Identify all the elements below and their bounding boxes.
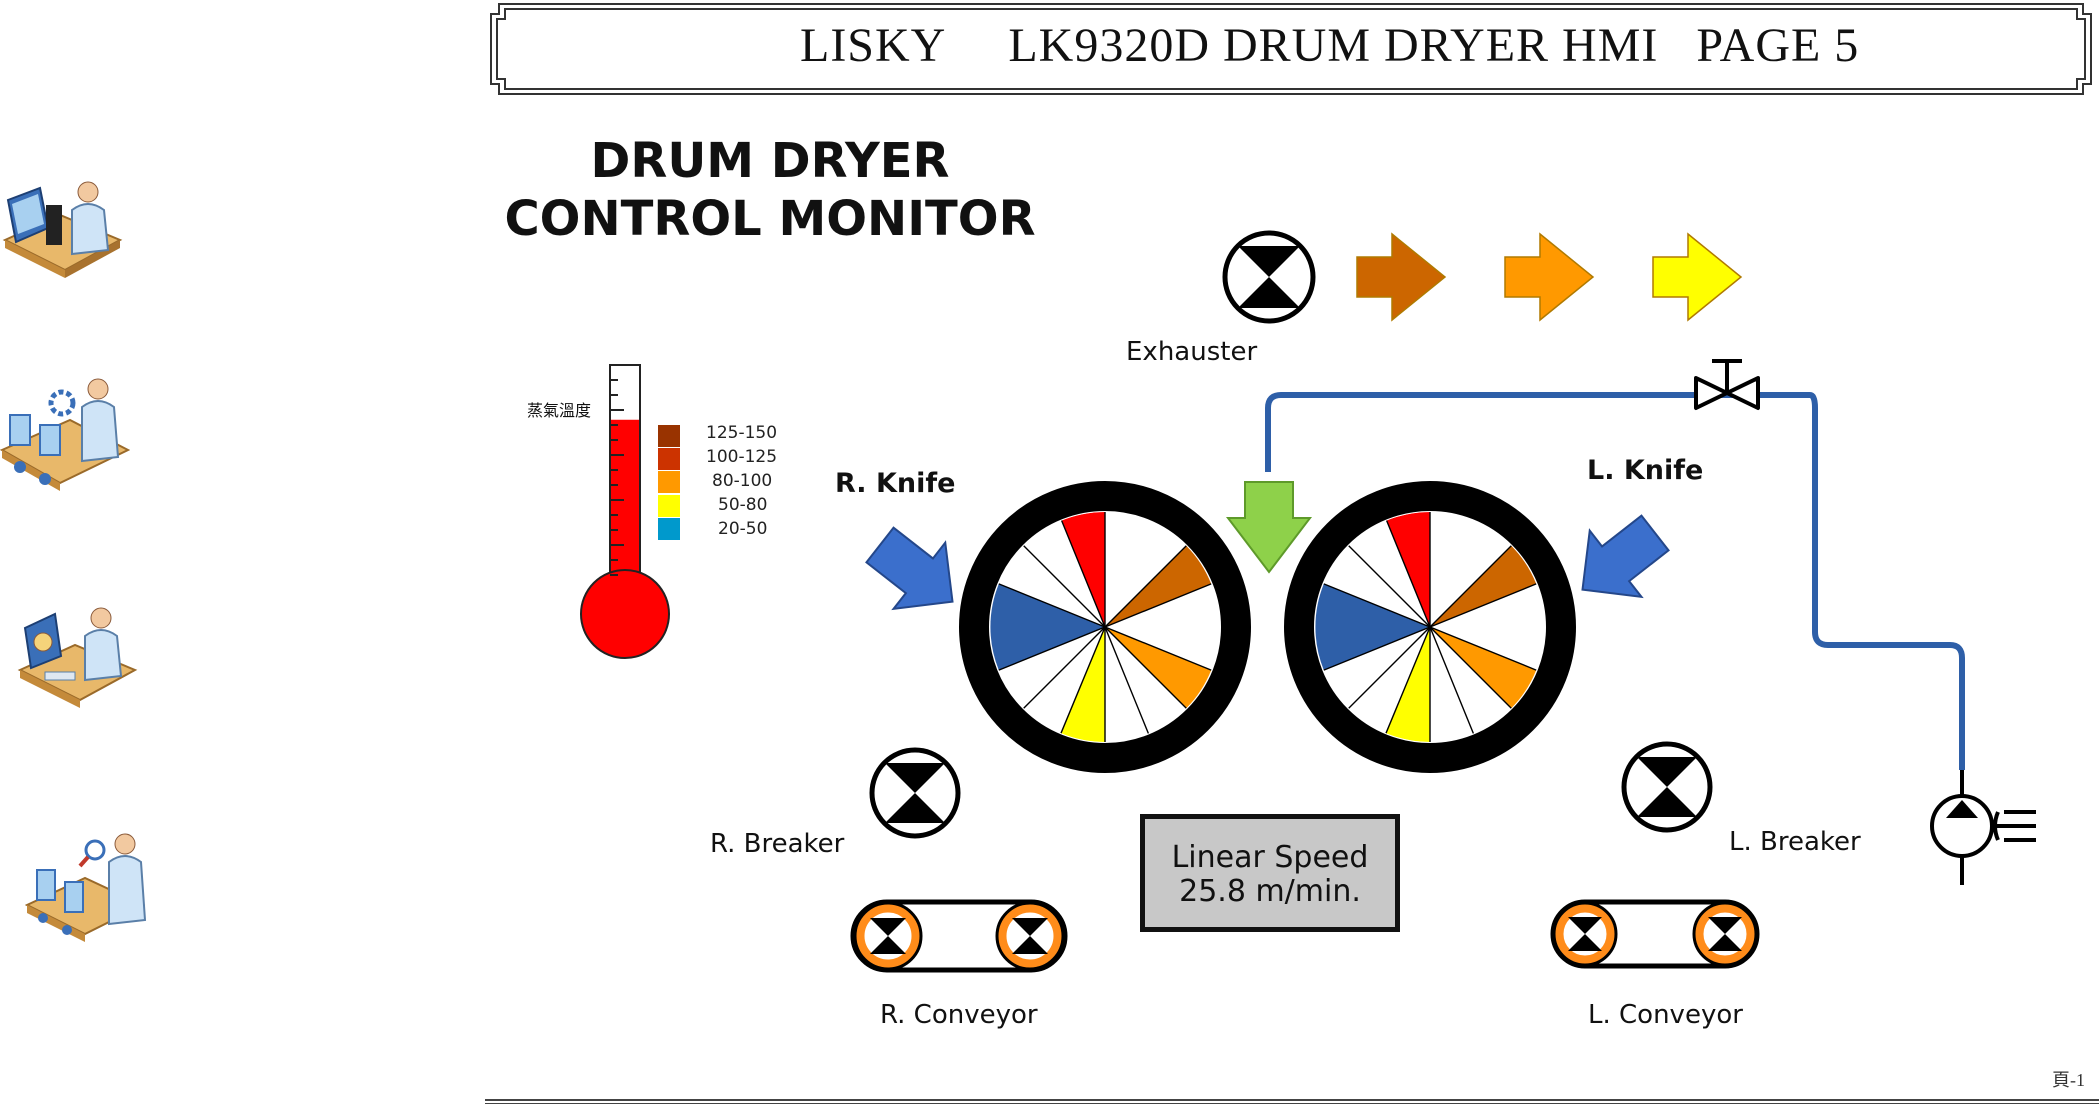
l-knife-arrow[interactable] <box>1557 500 1681 623</box>
exhaust-arrow <box>1356 232 1447 322</box>
legend-swatch <box>658 425 680 447</box>
steam-valve[interactable] <box>1694 359 1760 410</box>
linear-speed-value: 25.8 m/min. <box>1179 874 1361 909</box>
l-breaker-label: L. Breaker <box>1729 827 1861 857</box>
exhauster-fan[interactable] <box>1222 230 1316 324</box>
legend-range: 20-50 <box>718 519 768 539</box>
legend-range: 100-125 <box>706 447 778 467</box>
legend-row: 125-150 <box>658 423 798 447</box>
exhauster-label: Exhauster <box>1126 337 1258 367</box>
title-frame <box>490 3 2092 95</box>
steam-pipe <box>1265 392 1965 770</box>
linear-speed-display: Linear Speed 25.8 m/min. <box>1140 814 1400 932</box>
r-drum[interactable] <box>959 481 1251 773</box>
legend-swatch <box>658 495 680 517</box>
exhaust-arrow <box>1504 232 1595 322</box>
exhaust-arrow <box>1652 232 1743 322</box>
legend-range: 125-150 <box>706 423 778 443</box>
legend-swatch <box>658 518 680 540</box>
l-conveyor[interactable] <box>1550 899 1760 969</box>
linear-speed-label: Linear Speed <box>1171 840 1369 875</box>
legend-row: 20-50 <box>658 518 798 543</box>
thermometer-ticks <box>610 379 624 576</box>
steam-pump[interactable] <box>1930 770 2036 885</box>
engineer-workstation-icon[interactable] <box>0 170 125 290</box>
thermometer-mercury <box>611 419 639 590</box>
l-drum[interactable] <box>1284 481 1576 773</box>
thermometer-label: 蒸氣溫度 <box>527 401 592 420</box>
heading-drum-dryer: DRUM DRYER CONTROL MONITOR <box>500 132 1040 248</box>
l-knife-label: L. Knife <box>1587 455 1704 486</box>
production-line-gear-icon[interactable] <box>0 365 130 505</box>
heading-line-1: DRUM DRYER <box>590 133 950 189</box>
steam-thermometer <box>580 364 670 659</box>
r-knife-label: R. Knife <box>835 468 956 499</box>
legend-range: 80-100 <box>712 471 773 491</box>
l-breaker[interactable] <box>1621 741 1713 833</box>
legend-swatch <box>658 448 680 470</box>
quality-inspection-icon[interactable] <box>25 830 155 970</box>
r-conveyor-label: R. Conveyor <box>880 1000 1038 1030</box>
sidebar <box>0 160 170 980</box>
r-breaker[interactable] <box>869 747 961 839</box>
legend-swatch <box>658 471 680 493</box>
page-number: 頁-1 <box>2052 1070 2085 1090</box>
legend-row: 100-125 <box>658 447 798 471</box>
r-knife-arrow[interactable] <box>854 512 978 635</box>
legend-row: 50-80 <box>658 495 798 519</box>
operator-monitor-icon[interactable] <box>15 600 140 720</box>
r-conveyor[interactable] <box>850 899 1068 973</box>
legend-row: 80-100 <box>658 471 798 495</box>
legend-range: 50-80 <box>718 495 768 515</box>
r-breaker-label: R. Breaker <box>710 829 845 859</box>
heading-line-2: CONTROL MONITOR <box>504 191 1036 247</box>
feed-arrow <box>1225 481 1313 574</box>
exhaust-flow-arrows <box>1356 232 1743 322</box>
l-conveyor-label: L. Conveyor <box>1588 1000 1743 1030</box>
page-title: LISKY LK9320D DRUM DRYER HMI PAGE 5 <box>800 19 1860 72</box>
